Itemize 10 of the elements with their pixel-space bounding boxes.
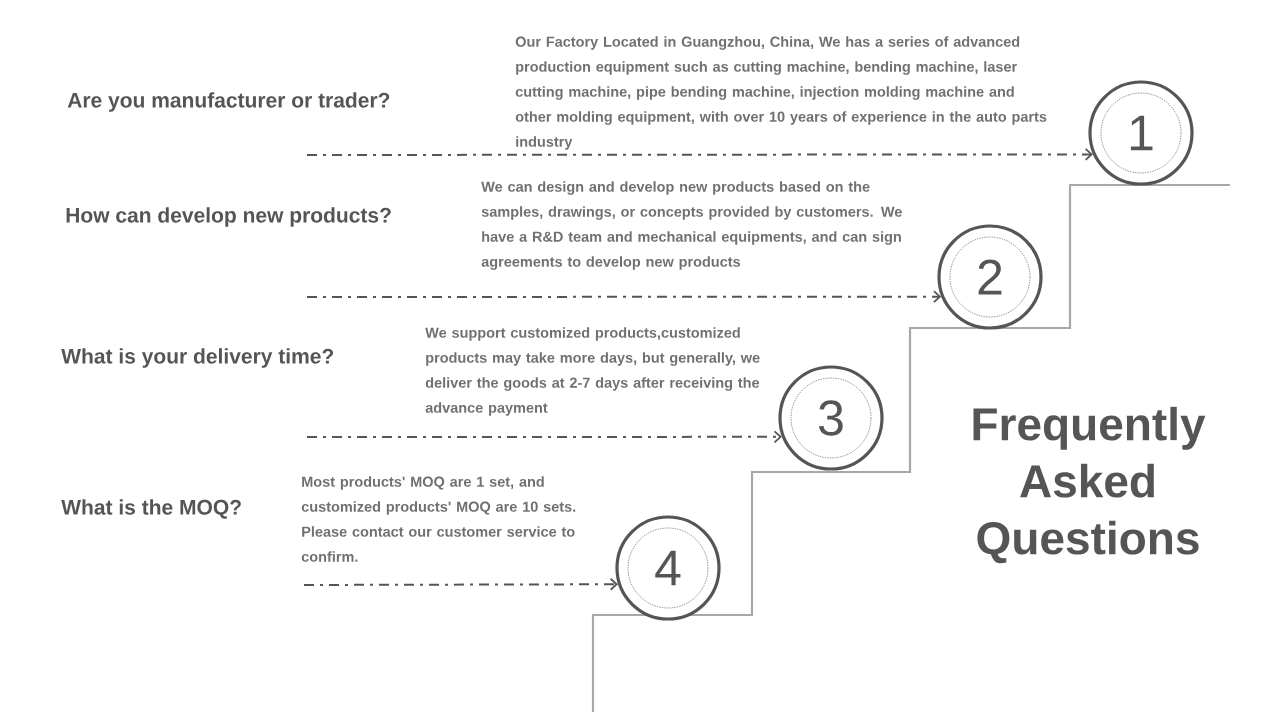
arrow [306,430,782,444]
arrow [303,577,618,591]
title: Frequently Asked Questions [973,406,1206,564]
question-text: Are you manufacturer or trader? [67,92,390,112]
question-text: What is the MOQ? [61,499,241,519]
question-text: How can develop new products? [66,207,391,227]
arrow [306,148,1093,161]
answer-text: Our Factory Located in Guangzhou, China, We has a series of advanced production equipment such as cutting machine, bending machine, laser cutting machine, pipe bending machine, injection molding machine and other molding equipment, with over 10 years of experience in the auto parts industry [515,36,1047,150]
arrow [306,290,942,304]
question-text: What is your delivery time? [61,348,334,368]
